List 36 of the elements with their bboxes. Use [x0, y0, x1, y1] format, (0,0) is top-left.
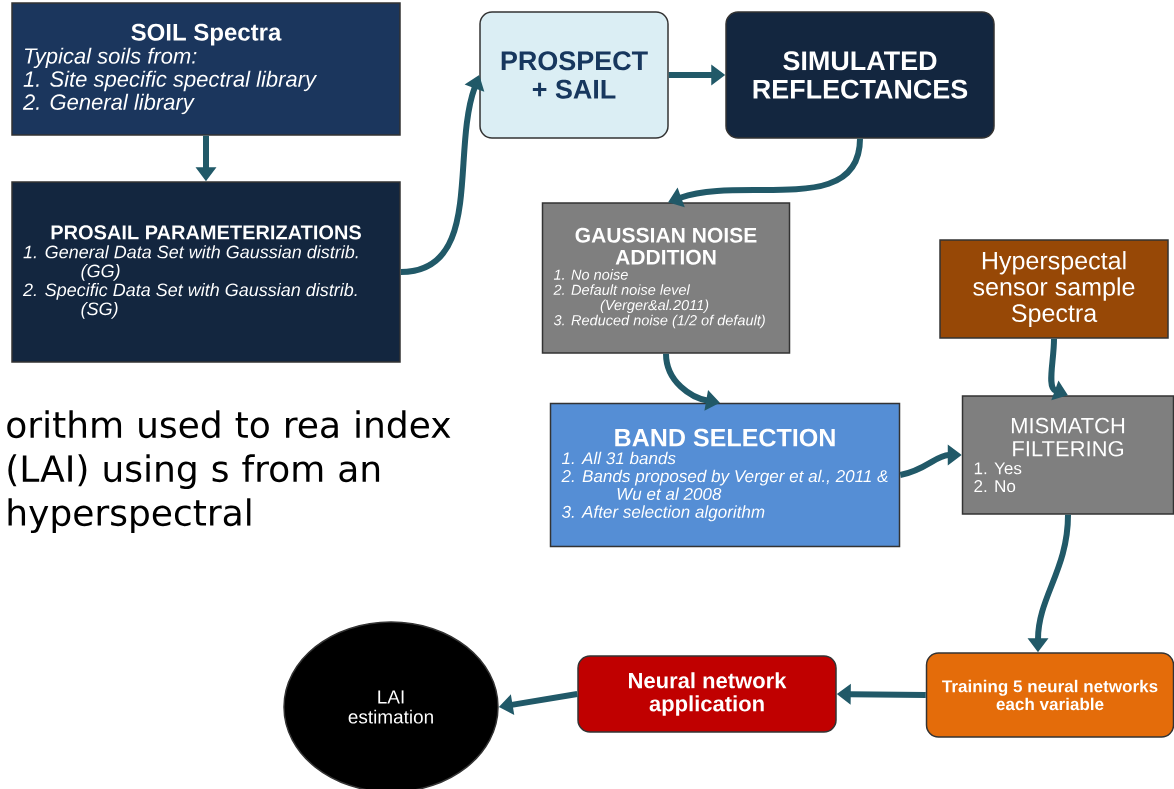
process-box	[11, 2, 401, 136]
box-title: MISMATCH FILTERING	[1011, 417, 1125, 457]
process-box	[961, 395, 1174, 515]
list-item: 1. General Data Set with Gaussian distrib. (GG)	[23, 245, 358, 281]
box-title: Hyperspectal sensor sample Spectra	[973, 251, 1135, 327]
box-text: Typical soils from:	[25, 47, 197, 69]
list-item: 1. No noise	[553, 269, 628, 280]
list-item: 3. After selection algorithm	[561, 505, 765, 522]
process-box	[939, 239, 1169, 339]
box-title: Training 5 neural networks each variable	[942, 679, 1158, 711]
box-title: PROSAIL PARAMETERIZATIONS	[51, 225, 361, 240]
list-item: 2. No	[974, 480, 1016, 493]
list-item: 1. Site specific spectral library	[23, 70, 318, 92]
box-title: Neural network application	[629, 672, 787, 716]
process-box	[925, 652, 1174, 738]
box-title: SIMULATED REFLECTANCES	[753, 51, 968, 99]
process-box	[479, 11, 669, 139]
list-item: 2. General library	[22, 93, 195, 115]
list-item: 2. Default noise level (Verger&al.2011)	[553, 284, 709, 314]
body-text: orithm used to rea index (LAI) using s from an hyperspectral	[7, 410, 451, 534]
box-title: GAUSSIAN NOISE ADDITION	[575, 227, 757, 265]
list-item: 2. Specific Data Set with Gaussian distrib. (SG)	[22, 283, 357, 319]
list-item: 1. All 31 bands	[561, 451, 676, 465]
box-title: BAND SELECTION	[615, 428, 835, 447]
box-title: SOIL Spectra	[131, 23, 282, 46]
list-item: 1. Yes	[974, 462, 1022, 475]
list-item: 2. Bands proposed by Verger et al., 2011 & Wu et al 2008	[561, 469, 888, 500]
process-box	[549, 402, 901, 548]
process-box	[577, 655, 837, 733]
process-box	[11, 181, 401, 363]
process-box	[541, 202, 791, 354]
process-box	[725, 11, 995, 139]
box-title: LAI estimation	[348, 690, 433, 724]
box-title: PROSPECT + SAIL	[501, 51, 648, 99]
list-item: 3. Reduced noise (1/2 of default)	[553, 314, 765, 329]
end-ellipse	[283, 621, 499, 789]
